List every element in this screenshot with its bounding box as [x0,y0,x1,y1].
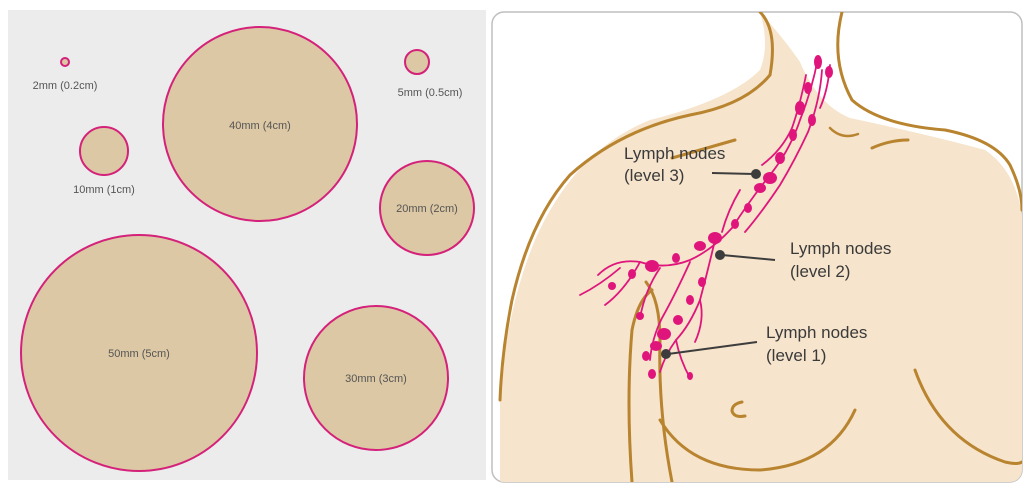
circle-10mm-shape [80,127,128,175]
circle-5mm-shape [405,50,429,74]
circle-30mm: 30mm (3cm) [304,306,448,450]
pointer-dot-level-3 [752,170,760,178]
callout-level-2-line1: Lymph nodes [790,239,891,258]
circle-2mm-label: 2mm (0.2cm) [33,80,98,92]
circle-50mm-label: 50mm (5cm) [108,348,170,360]
callout-level-1-line1: Lymph nodes [766,323,867,342]
callout-level-3-line1: Lymph nodes [624,144,725,163]
circle-10mm-label: 10mm (1cm) [73,184,135,196]
circle-30mm-label: 30mm (3cm) [345,373,407,385]
circle-40mm-label: 40mm (4cm) [229,120,291,132]
pointer-dot-level-2 [716,251,724,259]
callout-level-1-line2: (level 1) [766,346,826,365]
callout-level-3-line2: (level 3) [624,166,684,185]
circle-5mm-label: 5mm (0.5cm) [398,87,463,99]
circle-2mm-shape [61,58,69,66]
circle-20mm: 20mm (2cm) [380,161,474,255]
pointer-level-3 [712,173,754,174]
pointer-dot-level-1 [662,350,670,358]
circle-40mm: 40mm (4cm) [163,27,357,221]
circle-20mm-label: 20mm (2cm) [396,203,458,215]
anatomy-panel: Lymph nodes (level 3) Lymph nodes (level… [492,12,1022,482]
size-chart-panel: 2mm (0.2cm) 5mm (0.5cm) 10mm (1cm) 20mm … [8,10,486,480]
callout-level-2-line2: (level 2) [790,262,850,281]
circle-50mm: 50mm (5cm) [21,235,257,471]
